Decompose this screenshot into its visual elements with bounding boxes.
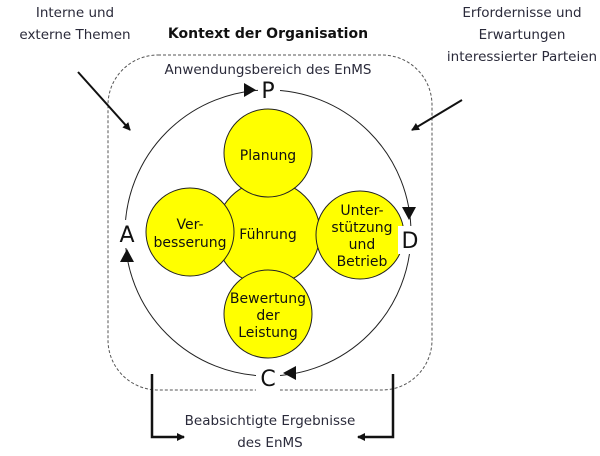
label-unterstuetzung-4: Betrieb <box>337 254 388 270</box>
pdca-plan: P <box>261 79 274 104</box>
label-verbesserung-1: Ver- <box>176 217 203 233</box>
label-bewertung-3: Leistung <box>238 325 297 341</box>
right-input-1: Erfordernisse und <box>462 5 581 21</box>
arrowhead-to-p <box>244 83 256 97</box>
outcome-1: Beabsichtigte Ergebnisse <box>185 413 356 429</box>
outcome-2: des EnMS <box>237 435 303 451</box>
pdca-do: D <box>402 229 419 254</box>
left-input-arrow <box>77 71 131 131</box>
label-unterstuetzung-3: und <box>349 237 376 253</box>
right-input-2: Erwartungen <box>479 27 566 43</box>
context-title: Kontext der Organisation <box>168 26 368 42</box>
arrowhead-to-c <box>283 366 296 380</box>
pdca-act: A <box>119 223 134 248</box>
label-fuehrung: Führung <box>239 227 296 243</box>
circle-bewertung <box>223 269 313 359</box>
pdca-check: C <box>260 367 275 392</box>
left-input-1: Interne und <box>36 5 114 21</box>
arrowhead-to-d <box>402 207 416 220</box>
label-bewertung-2: der <box>256 308 280 324</box>
scope-label: Anwendungsbereich des EnMS <box>165 62 372 78</box>
right-input-arrow <box>411 99 463 131</box>
circle-verbesserung <box>145 187 235 277</box>
right-output-arrow <box>357 374 395 441</box>
circle-planung <box>223 108 313 198</box>
left-input-2: externe Themen <box>19 27 130 43</box>
arrowhead-to-a <box>120 249 134 262</box>
label-planung: Planung <box>240 148 296 164</box>
label-unterstuetzung-2: stützung <box>331 220 392 236</box>
label-bewertung-1: Bewertung <box>230 291 306 307</box>
label-unterstuetzung-1: Unter- <box>340 203 383 219</box>
left-output-arrow <box>150 374 185 441</box>
label-verbesserung-2: besserung <box>153 235 226 251</box>
right-input-3: interessierter Parteien <box>447 49 597 65</box>
